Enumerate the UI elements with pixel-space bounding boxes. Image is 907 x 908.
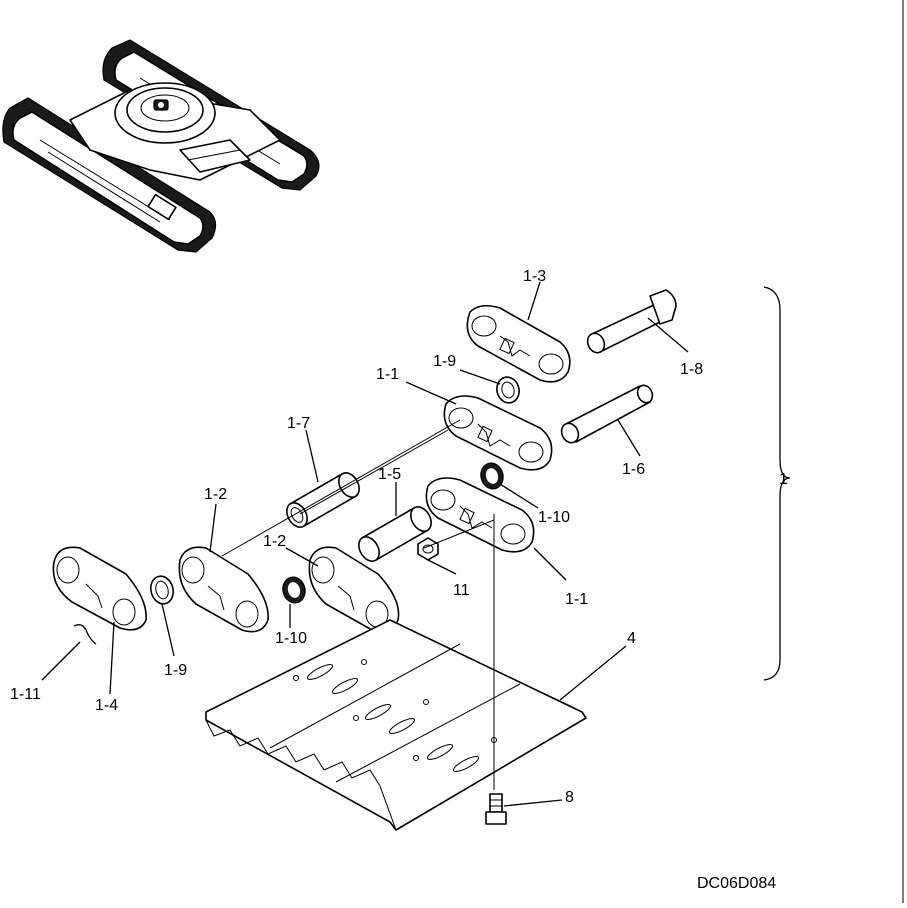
label-1-5: 1-5 [378, 466, 401, 483]
label-1-1-upper: 1-1 [376, 366, 399, 383]
track-link-1-2-left [178, 546, 269, 633]
label-1-9-upper: 1-9 [433, 353, 456, 370]
track-link-1-3 [466, 304, 571, 383]
track-link-1-1-lower [425, 477, 535, 553]
assembly-bracket [763, 286, 791, 681]
seal-1-10-lower [282, 576, 306, 604]
spacer-1-9-upper [496, 376, 520, 404]
undercarriage-overview-illustration [2, 39, 320, 253]
label-1-10-lower: 1-10 [275, 630, 307, 647]
label-1-7: 1-7 [287, 415, 310, 432]
track-shoe-plates-4 [205, 619, 587, 831]
label-4: 4 [627, 630, 636, 647]
label-1-9-lower: 1-9 [164, 662, 187, 679]
label-1-2-left: 1-2 [204, 486, 227, 503]
label-1-8: 1-8 [680, 361, 703, 378]
label-1-3: 1-3 [523, 268, 546, 285]
label-11: 11 [453, 582, 470, 599]
label-1-11: 1-11 [10, 686, 41, 703]
nut-11 [417, 537, 439, 561]
bushing-1-5 [358, 506, 432, 562]
bushing-1-7 [286, 472, 360, 528]
label-1-10-upper: 1-10 [538, 509, 570, 526]
label-1-1-lower: 1-1 [565, 591, 588, 608]
spacer-1-9-lower [149, 575, 175, 605]
label-1-4: 1-4 [95, 697, 118, 714]
master-pin-1-8 [586, 289, 677, 354]
label-8: 8 [565, 789, 574, 806]
seal-1-10-upper [480, 462, 504, 490]
label-1-2-right: 1-2 [263, 533, 286, 550]
track-link-1-4 [52, 546, 147, 631]
label-1-6: 1-6 [622, 461, 645, 478]
leader-lines [41, 281, 689, 807]
clip-1-11 [73, 624, 97, 645]
track-pin-1-6 [560, 384, 654, 444]
track-link-1-1-upper [443, 395, 553, 471]
bolt-8 [485, 793, 507, 825]
assembly-label: 1 [779, 471, 788, 488]
drawing-code: DC06D084 [697, 875, 776, 892]
track-link-1-2-right [308, 546, 400, 633]
